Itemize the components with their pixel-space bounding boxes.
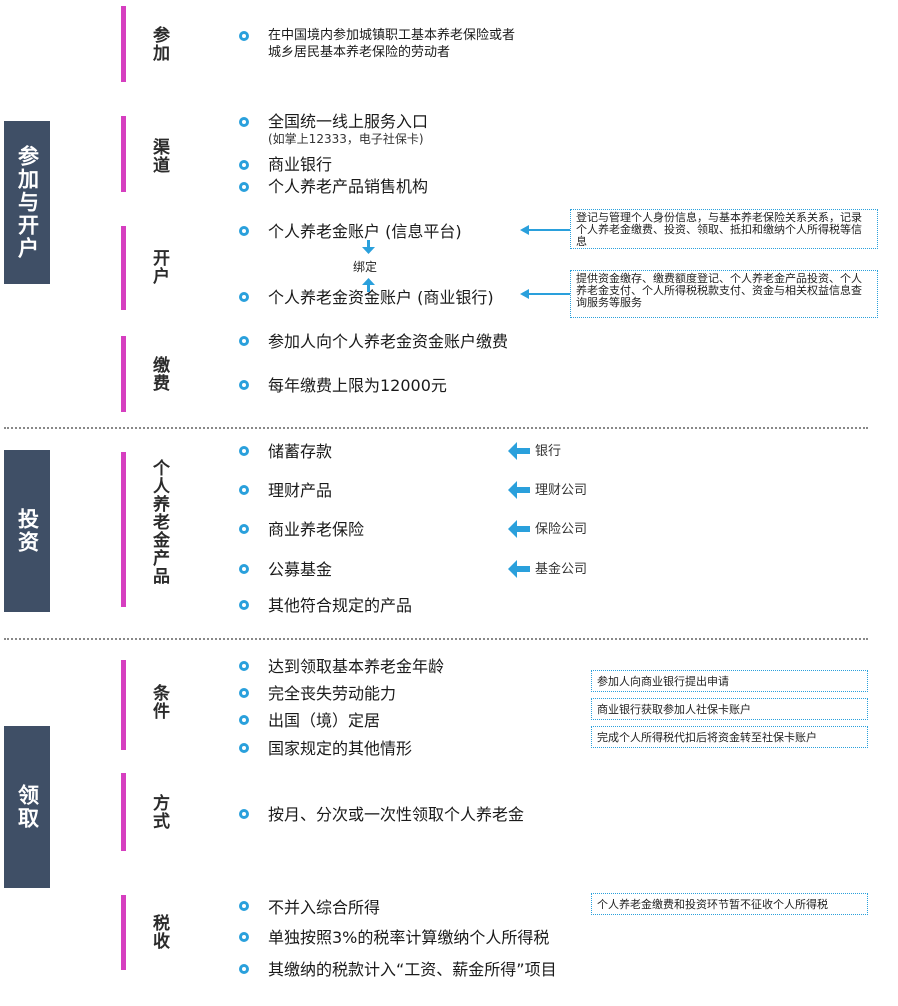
tax-item: 不并入综合所得 <box>268 898 381 917</box>
withdraw-step: 商业银行获取参加人社保卡账户 <box>591 698 868 720</box>
accent-bar <box>121 773 126 851</box>
tax-note: 个人养老金缴费和投资环节暂不征收个人所得税 <box>591 893 868 915</box>
channel-note: (如掌上12333，电子社保卡) <box>268 132 424 146</box>
contribute-item: 每年缴费上限为12000元 <box>268 376 447 395</box>
section-block-withdraw: 领取 <box>4 726 50 888</box>
sub-label-channel: 渠道 <box>149 138 169 174</box>
bullet-icon <box>239 600 249 610</box>
condition-item: 出国（境）定居 <box>268 711 381 730</box>
accent-bar <box>121 6 126 82</box>
account-bank-fund: 个人养老金资金账户 (商业银行) <box>268 288 494 307</box>
withdraw-step: 参加人向商业银行提出申请 <box>591 670 868 692</box>
bullet-icon <box>239 743 249 753</box>
sub-label-participate: 参加 <box>149 26 169 62</box>
bullet-icon <box>239 336 249 346</box>
withdraw-step: 完成个人所得税代扣后将资金转至社保卡账户 <box>591 726 868 748</box>
bullet-icon <box>239 901 249 911</box>
provider-label: 保险公司 <box>535 522 588 537</box>
channel-item: 商业银行 <box>268 155 333 174</box>
section-divider <box>4 427 868 429</box>
condition-item: 完全丧失劳动能力 <box>268 684 397 703</box>
accent-bar <box>121 452 126 607</box>
account-info-platform: 个人养老金账户 (信息平台) <box>268 222 462 241</box>
bullet-icon <box>239 226 249 236</box>
condition-item: 国家规定的其他情形 <box>268 739 413 758</box>
accent-bar <box>121 660 126 750</box>
sub-label-method: 方式 <box>149 794 169 830</box>
tax-item: 其缴纳的税款计入“工资、薪金所得”项目 <box>268 960 557 979</box>
product-item: 商业养老保险 <box>268 520 365 539</box>
bind-label: 绑定 <box>353 260 378 274</box>
method-item: 按月、分次或一次性领取个人养老金 <box>268 805 525 824</box>
account-note-bank: 提供资金缴存、缴费额度登记、个人养老金产品投资、个人养老金支付、个人所得税税款支… <box>570 270 878 318</box>
section-label: 领取 <box>15 784 40 830</box>
bullet-icon <box>239 31 249 41</box>
bullet-icon <box>239 564 249 574</box>
participate-line1: 在中国境内参加城镇职工基本养老保险或者 <box>268 28 516 43</box>
bullet-icon <box>239 446 249 456</box>
section-block-invest: 投资 <box>4 450 50 612</box>
section-label: 参加与开户 <box>15 145 40 260</box>
accent-bar <box>121 336 126 412</box>
account-note-platform: 登记与管理个人身份信息，与基本养老保险关系关系，记录个人养老金缴费、投资、领取、… <box>570 209 878 249</box>
condition-item: 达到领取基本养老金年龄 <box>268 657 445 676</box>
sub-label-tax: 税收 <box>149 914 169 950</box>
sub-label-contribute: 缴费 <box>149 356 169 392</box>
bullet-icon <box>239 524 249 534</box>
bullet-icon <box>239 688 249 698</box>
bullet-icon <box>239 715 249 725</box>
sub-label-products: 个人养老金产品 <box>149 459 169 585</box>
bullet-icon <box>239 292 249 302</box>
chevron-left-icon <box>508 520 530 538</box>
section-label: 投资 <box>15 508 40 554</box>
product-item: 其他符合规定的产品 <box>268 596 413 615</box>
section-block-open: 参加与开户 <box>4 121 50 284</box>
channel-item: 个人养老产品销售机构 <box>268 177 429 196</box>
provider-label: 理财公司 <box>535 483 588 498</box>
accent-bar <box>121 895 126 970</box>
arrow-left-icon <box>520 289 570 299</box>
channel-item: 全国统一线上服务入口 <box>268 112 429 131</box>
bullet-icon <box>239 932 249 942</box>
provider-label: 银行 <box>535 444 562 459</box>
chevron-left-icon <box>508 481 530 499</box>
bullet-icon <box>239 661 249 671</box>
bullet-icon <box>239 485 249 495</box>
bullet-icon <box>239 182 249 192</box>
provider-label: 基金公司 <box>535 562 588 577</box>
arrow-left-icon <box>520 225 570 235</box>
bullet-icon <box>239 380 249 390</box>
participate-line2: 城乡居民基本养老保险的劳动者 <box>268 45 451 60</box>
bullet-icon <box>239 964 249 974</box>
accent-bar <box>121 116 126 192</box>
bullet-icon <box>239 160 249 170</box>
sub-label-conditions: 条件 <box>149 684 169 720</box>
tax-item: 单独按照3%的税率计算缴纳个人所得税 <box>268 928 550 947</box>
accent-bar <box>121 226 126 310</box>
sub-label-account: 开户 <box>149 249 169 285</box>
bullet-icon <box>239 117 249 127</box>
chevron-left-icon <box>508 560 530 578</box>
chevron-left-icon <box>508 442 530 460</box>
contribute-item: 参加人向个人养老金资金账户缴费 <box>268 332 509 351</box>
bullet-icon <box>239 809 249 819</box>
section-divider <box>4 638 868 640</box>
product-item: 储蓄存款 <box>268 442 333 461</box>
product-item: 公募基金 <box>268 560 333 579</box>
product-item: 理财产品 <box>268 481 333 500</box>
bind-arrows <box>362 240 375 292</box>
